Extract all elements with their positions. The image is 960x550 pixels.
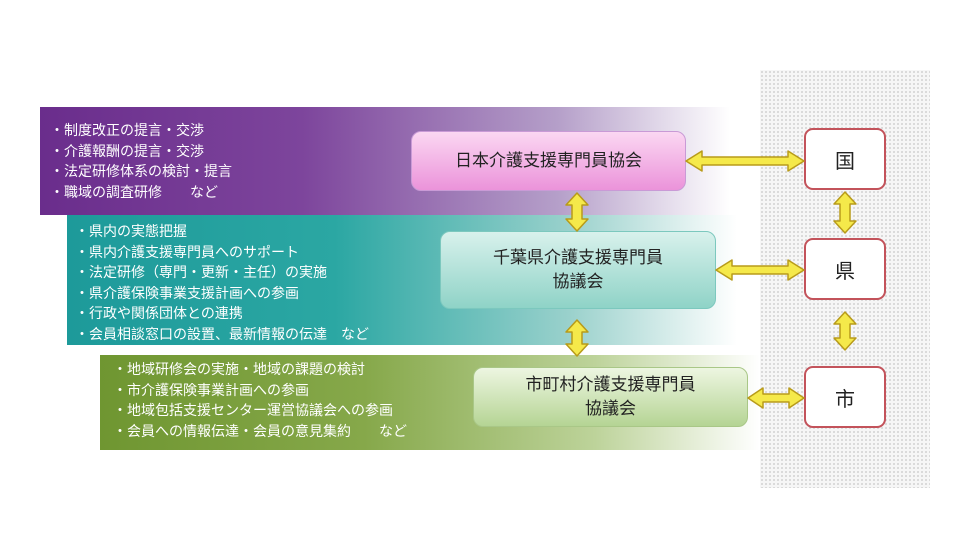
- arrow-prefecture-municipal: [565, 319, 589, 357]
- list-item: ・法定研修体系の検討・提言: [50, 164, 232, 180]
- org-name-line-2: 協議会: [585, 399, 636, 419]
- arrow-municipal-shi: [747, 387, 805, 409]
- list-item: ・県介護保険事業支援計画への参画: [75, 285, 299, 302]
- list-item: ・地域包括支援センター運営協議会への参画: [113, 403, 393, 419]
- government-city-label: 市: [835, 386, 855, 411]
- municipal-association-name: 市町村介護支援専門員 協議会: [526, 373, 696, 421]
- arrow-national-kuni: [685, 150, 805, 172]
- government-prefecture-box: 県: [804, 238, 886, 300]
- list-item: ・制度改正の提言・交渉: [50, 123, 204, 139]
- municipal-association-box: 市町村介護支援専門員 協議会: [473, 367, 748, 427]
- government-national-label: 国: [835, 148, 855, 173]
- list-item: ・市介護保険事業計画への参画: [113, 382, 309, 399]
- municipal-role-list: ・地域研修会の実施・地域の課題の検討 ・市介護保険事業計画への参画 ・地域包括支…: [113, 360, 760, 442]
- list-item: ・県内の実態把握: [75, 224, 187, 240]
- arrow-kuni-ken: [833, 191, 857, 234]
- list-item: ・行政や関係団体との連携: [75, 306, 243, 322]
- national-association-box: 日本介護支援専門員協会: [411, 131, 686, 191]
- list-item: ・地域研修会の実施・地域の課題の検討: [113, 362, 365, 378]
- government-city-box: 市: [804, 366, 886, 428]
- national-association-name: 日本介護支援専門員協会: [455, 151, 642, 171]
- government-prefecture-label: 県: [835, 258, 855, 283]
- org-name-line-1: 千葉県介護支援専門員: [493, 248, 663, 268]
- list-item: ・法定研修（専門・更新・主任）の実施: [75, 265, 327, 281]
- list-item: ・会員相談窓口の設置、最新情報の伝達 など: [75, 326, 369, 343]
- org-name-line-1: 市町村介護支援専門員: [525, 375, 696, 395]
- org-name-line-2: 協議会: [552, 272, 604, 292]
- arrow-national-prefecture: [565, 192, 589, 232]
- prefecture-association-box: 千葉県介護支援専門員 協議会: [440, 231, 716, 309]
- list-item: ・職域の調査研修 など: [50, 184, 218, 201]
- list-item: ・会員への情報伝達・会員の意見集約 など: [113, 423, 407, 440]
- list-item: ・県内介護支援専門員へのサポート: [75, 244, 299, 261]
- national-role-list: ・制度改正の提言・交渉 ・介護報酬の提言・交渉 ・法定研修体系の検討・提言 ・職…: [50, 121, 730, 203]
- government-national-box: 国: [804, 128, 886, 190]
- list-item: ・介護報酬の提言・交渉: [50, 143, 204, 160]
- arrow-prefecture-ken: [715, 259, 805, 281]
- prefecture-association-name: 千葉県介護支援専門員 協議会: [493, 246, 663, 294]
- arrow-ken-shi: [833, 311, 857, 351]
- prefecture-role-list: ・県内の実態把握 ・県内介護支援専門員へのサポート ・法定研修（専門・更新・主任…: [75, 222, 737, 345]
